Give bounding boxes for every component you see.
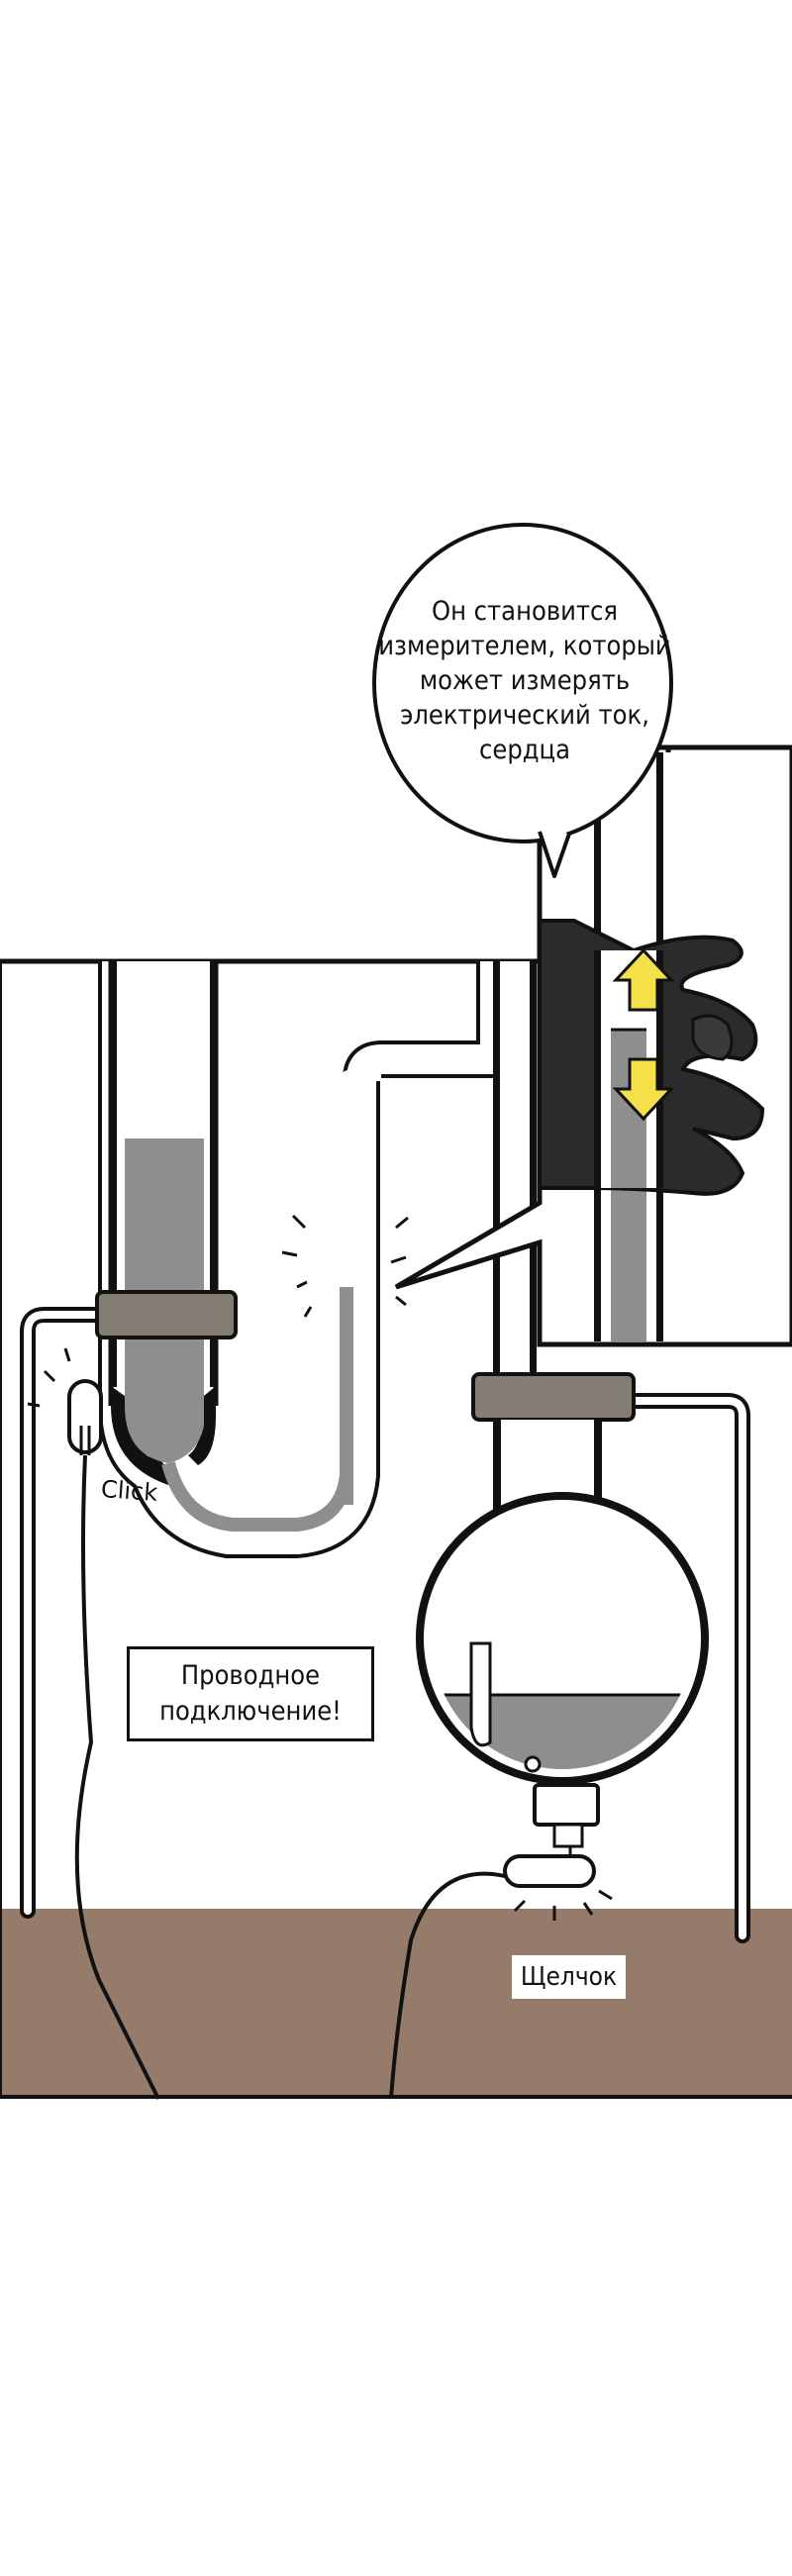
wired-connection-caption: Проводное подключение!: [127, 1646, 374, 1741]
bubble-line: электрический ток,: [400, 700, 649, 731]
arrow-up-icon: [612, 947, 675, 1012]
arrow-down-icon: [612, 1057, 675, 1122]
speech-bubble: [372, 523, 673, 843]
bubble-line: Он становится: [431, 596, 619, 627]
bubble-line: сердца: [479, 735, 570, 765]
liquid-left: [125, 1139, 204, 1386]
caption-line: Проводное: [180, 1660, 321, 1691]
caption-line: подключение!: [159, 1696, 342, 1727]
click-sfx-ru: Щелчок: [512, 1955, 626, 1999]
left-clamp: [95, 1290, 238, 1339]
speech-bubble-text: Он становится измерителем, который может…: [376, 594, 673, 767]
right-clamp: [471, 1372, 636, 1422]
bubble-line: измерителем, который: [378, 631, 671, 661]
bottom-electrode: [503, 1854, 596, 1888]
bubble-line: может измерять: [419, 665, 631, 696]
click-sfx-en: Click: [100, 1475, 159, 1507]
ground: [0, 1909, 792, 2099]
left-electrode: [67, 1379, 103, 1454]
